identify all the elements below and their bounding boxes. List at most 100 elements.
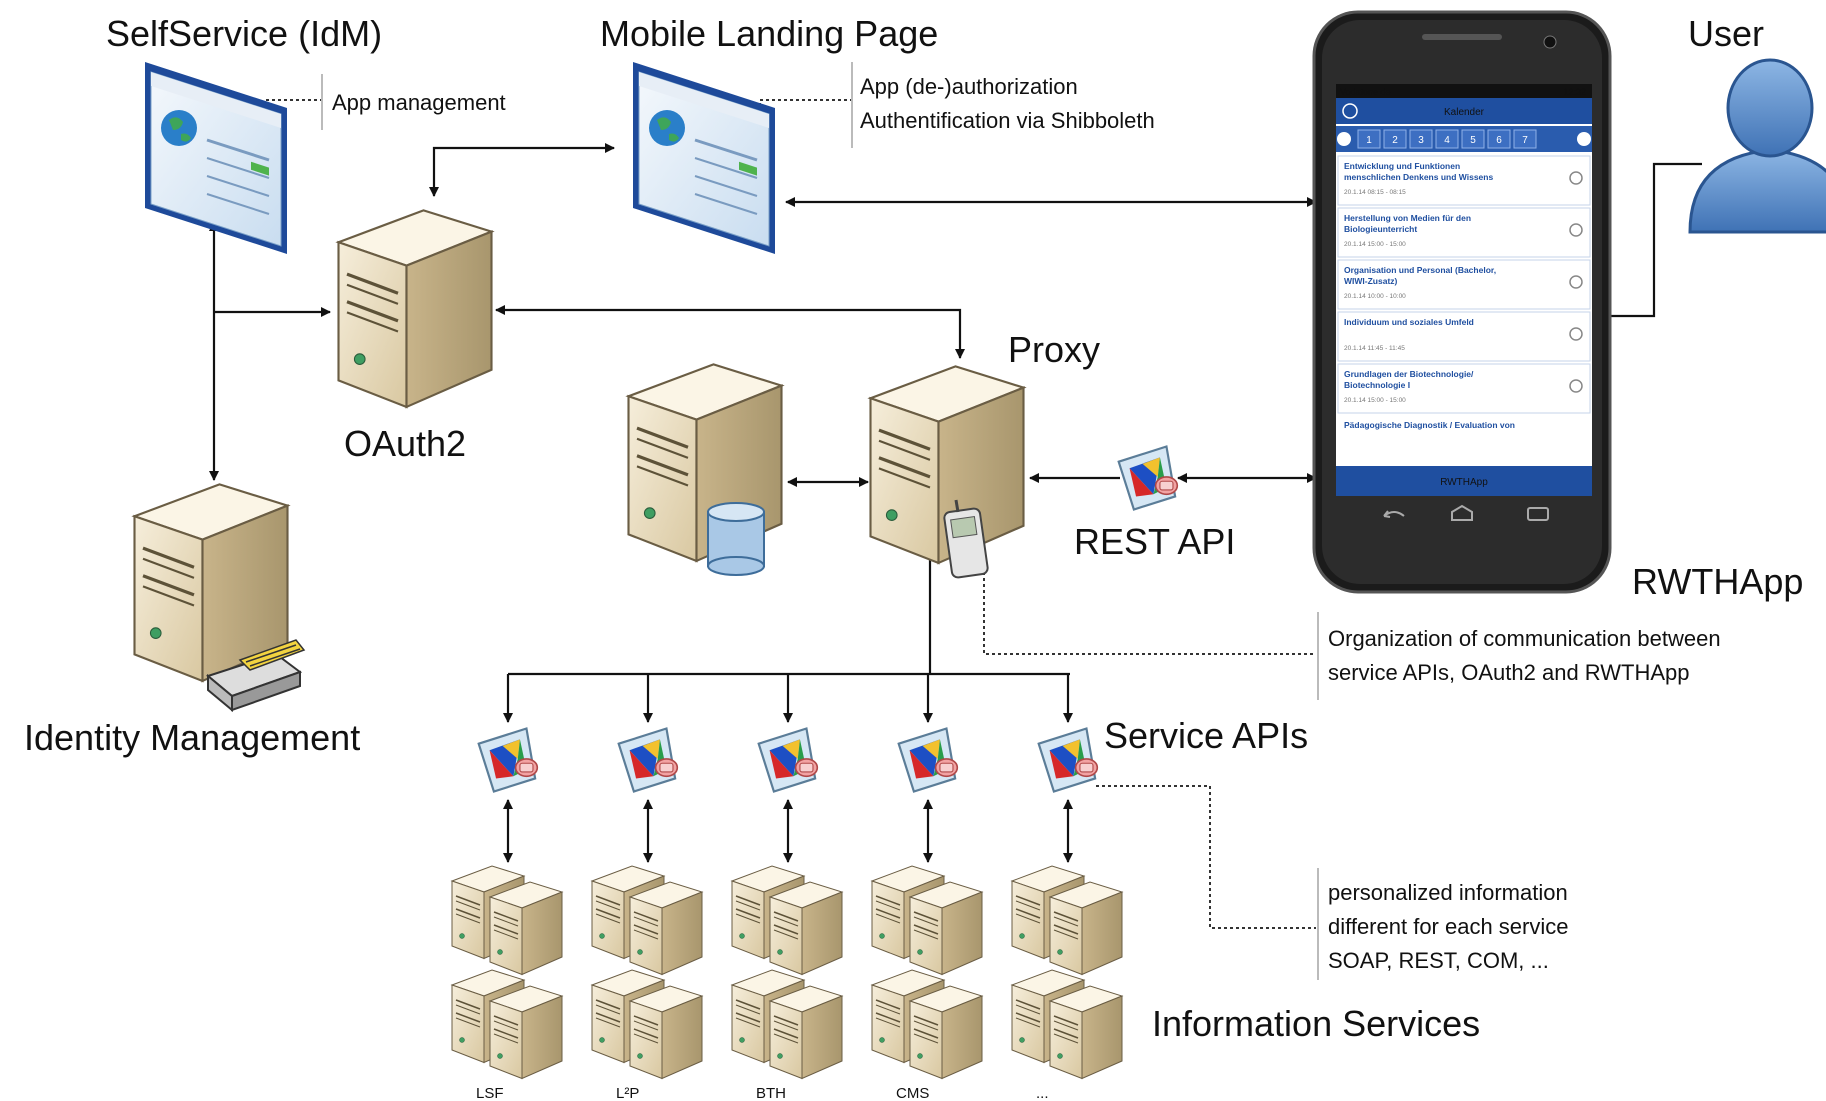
oauth2-proxy-link	[495, 305, 965, 359]
info-services-title: Information Services	[1152, 1003, 1480, 1044]
pager-page-1[interactable]: 1	[1357, 129, 1381, 149]
service-label-bth: BTH	[756, 1085, 786, 1101]
user-avatar-icon	[1688, 58, 1826, 234]
service-label-cms: CMS	[896, 1085, 929, 1101]
landing-page-browser-icon	[631, 60, 777, 256]
phone-nav-bar	[1383, 504, 1549, 521]
info-services-note-2: different for each service	[1328, 914, 1569, 939]
entry-time: 20.1.14 08:15 - 08:15	[1344, 189, 1406, 196]
entry-chevron-icon	[1569, 379, 1583, 393]
proxy-note-2: service APIs, OAuth2 and RWTHApp	[1328, 660, 1690, 685]
entry-chevron-icon	[1569, 223, 1583, 237]
service-api-icon-2	[617, 727, 679, 793]
entry-title-cont: Biotechnologie I	[1344, 380, 1410, 390]
entry-time: 20.1.14 15:00 - 15:00	[1344, 397, 1406, 404]
selfservice-browser-icon	[143, 60, 289, 256]
pager-prev-icon[interactable]	[1337, 132, 1351, 146]
oauth2-landing-link	[429, 143, 615, 197]
selfservice-title: SelfService (IdM)	[106, 13, 382, 54]
phone-clock: 12:32	[1563, 87, 1586, 97]
home-icon[interactable]	[1451, 504, 1473, 521]
entry-title-cont: WIWI-Zusatz)	[1344, 276, 1398, 286]
entry-title: Grundlagen der Biotechnologie/	[1344, 369, 1474, 379]
phone-camera	[1543, 35, 1557, 49]
entry-title: Entwicklung und Funktionen	[1344, 161, 1460, 171]
oauth2-server-icon	[336, 208, 494, 409]
svg-text:1: 1	[1366, 135, 1372, 146]
pager-page-5[interactable]: 5	[1461, 129, 1485, 149]
phone-speaker	[1422, 34, 1502, 40]
landing-page-title: Mobile Landing Page	[600, 13, 938, 54]
proxy-title: Proxy	[1008, 329, 1100, 370]
user-title: User	[1688, 13, 1764, 54]
annotation-brackets	[321, 62, 1319, 980]
info-service-cluster-3	[731, 865, 843, 1080]
phone-app-title: Kalender	[1444, 107, 1485, 118]
selfservice-note-leader	[265, 99, 322, 112]
recent-apps-icon[interactable]	[1527, 507, 1549, 521]
svg-text:4: 4	[1444, 135, 1450, 146]
service-label-l2p: L²P	[616, 1085, 639, 1101]
entry-title-cont: menschlichen Denkens und Wissens	[1344, 172, 1493, 182]
svg-text:5: 5	[1470, 135, 1476, 146]
service-note-leader	[1096, 785, 1316, 929]
info-service-cluster-2	[591, 865, 703, 1080]
connectors	[209, 143, 1702, 863]
calendar-entry[interactable]: Grundlagen der Biotechnologie/Biotechnol…	[1337, 363, 1591, 414]
pager-page-7[interactable]: 7	[1513, 129, 1537, 149]
info-service-cluster-4	[871, 865, 983, 1080]
identity-card-reader-icon	[205, 639, 306, 713]
phone-close-icon[interactable]	[1342, 103, 1358, 119]
landing-note-1: App (de-)authorization	[860, 74, 1078, 99]
selfservice-note: App management	[332, 90, 506, 115]
pager-page-2[interactable]: 2	[1383, 129, 1407, 149]
service-api-icon-1	[477, 727, 539, 793]
phone-user-link	[1606, 162, 1702, 318]
pager-page-3[interactable]: 3	[1409, 129, 1433, 149]
entry-title: Organisation und Personal (Bachelor,	[1344, 265, 1496, 275]
service-api-icon-4	[897, 727, 959, 793]
calendar-entry[interactable]: Herstellung von Medien für denBiologieun…	[1337, 207, 1591, 258]
rwthapp-title: RWTHApp	[1632, 561, 1803, 602]
identity-management-title: Identity Management	[24, 717, 360, 758]
rest-api-icon	[1117, 445, 1179, 511]
entry-time: 20.1.14 10:00 - 10:00	[1344, 293, 1406, 300]
pager-next-icon[interactable]	[1577, 132, 1591, 146]
landing-note-2: Authentification via Shibboleth	[860, 108, 1155, 133]
entry-chevron-icon	[1569, 171, 1583, 185]
service-apis-title: Service APIs	[1104, 715, 1308, 756]
entry-time: 20.1.14 11:45 - 11:45	[1344, 345, 1405, 352]
proxy-note-1: Organization of communication between	[1328, 626, 1721, 651]
phone-app-header	[1336, 98, 1592, 124]
info-services-note-1: personalized information	[1328, 880, 1568, 905]
database-cylinder-icon	[707, 502, 765, 576]
info-service-cluster-5	[1011, 865, 1123, 1080]
pager-page-4[interactable]: 4	[1435, 129, 1459, 149]
phone-carrier: Vodafone.de	[1340, 87, 1391, 97]
entry-title-cont: Biologieunterricht	[1344, 224, 1417, 234]
entry-time: 20.1.14 15:00 - 15:00	[1344, 241, 1406, 248]
pager-page-6[interactable]: 6	[1487, 129, 1511, 149]
entry-title: Herstellung von Medien für den	[1344, 213, 1471, 223]
oauth2-title: OAuth2	[344, 423, 466, 464]
entry-chevron-icon	[1569, 327, 1583, 341]
rest-api-title: REST API	[1074, 521, 1235, 562]
service-api-icon-5	[1037, 727, 1099, 793]
svg-text:3: 3	[1418, 135, 1424, 146]
entry-title: Individuum und soziales Umfeld	[1344, 317, 1474, 327]
phone-footer-label: RWTHApp	[1440, 477, 1488, 488]
service-api-icon-3	[757, 727, 819, 793]
entry-chevron-icon	[1569, 275, 1583, 289]
svg-text:7: 7	[1522, 135, 1528, 146]
svg-text:2: 2	[1392, 135, 1398, 146]
calendar-entry[interactable]: Individuum und soziales Umfeld 20.1.14 11…	[1337, 311, 1591, 362]
phone-app-footer	[1336, 466, 1592, 496]
service-label-more: ...	[1036, 1085, 1049, 1101]
info-service-cluster-1	[451, 865, 563, 1080]
phone-status-bar	[1336, 84, 1592, 98]
calendar-entry[interactable]: Organisation und Personal (Bachelor,WIWI…	[1337, 259, 1591, 310]
back-icon[interactable]	[1383, 510, 1405, 518]
